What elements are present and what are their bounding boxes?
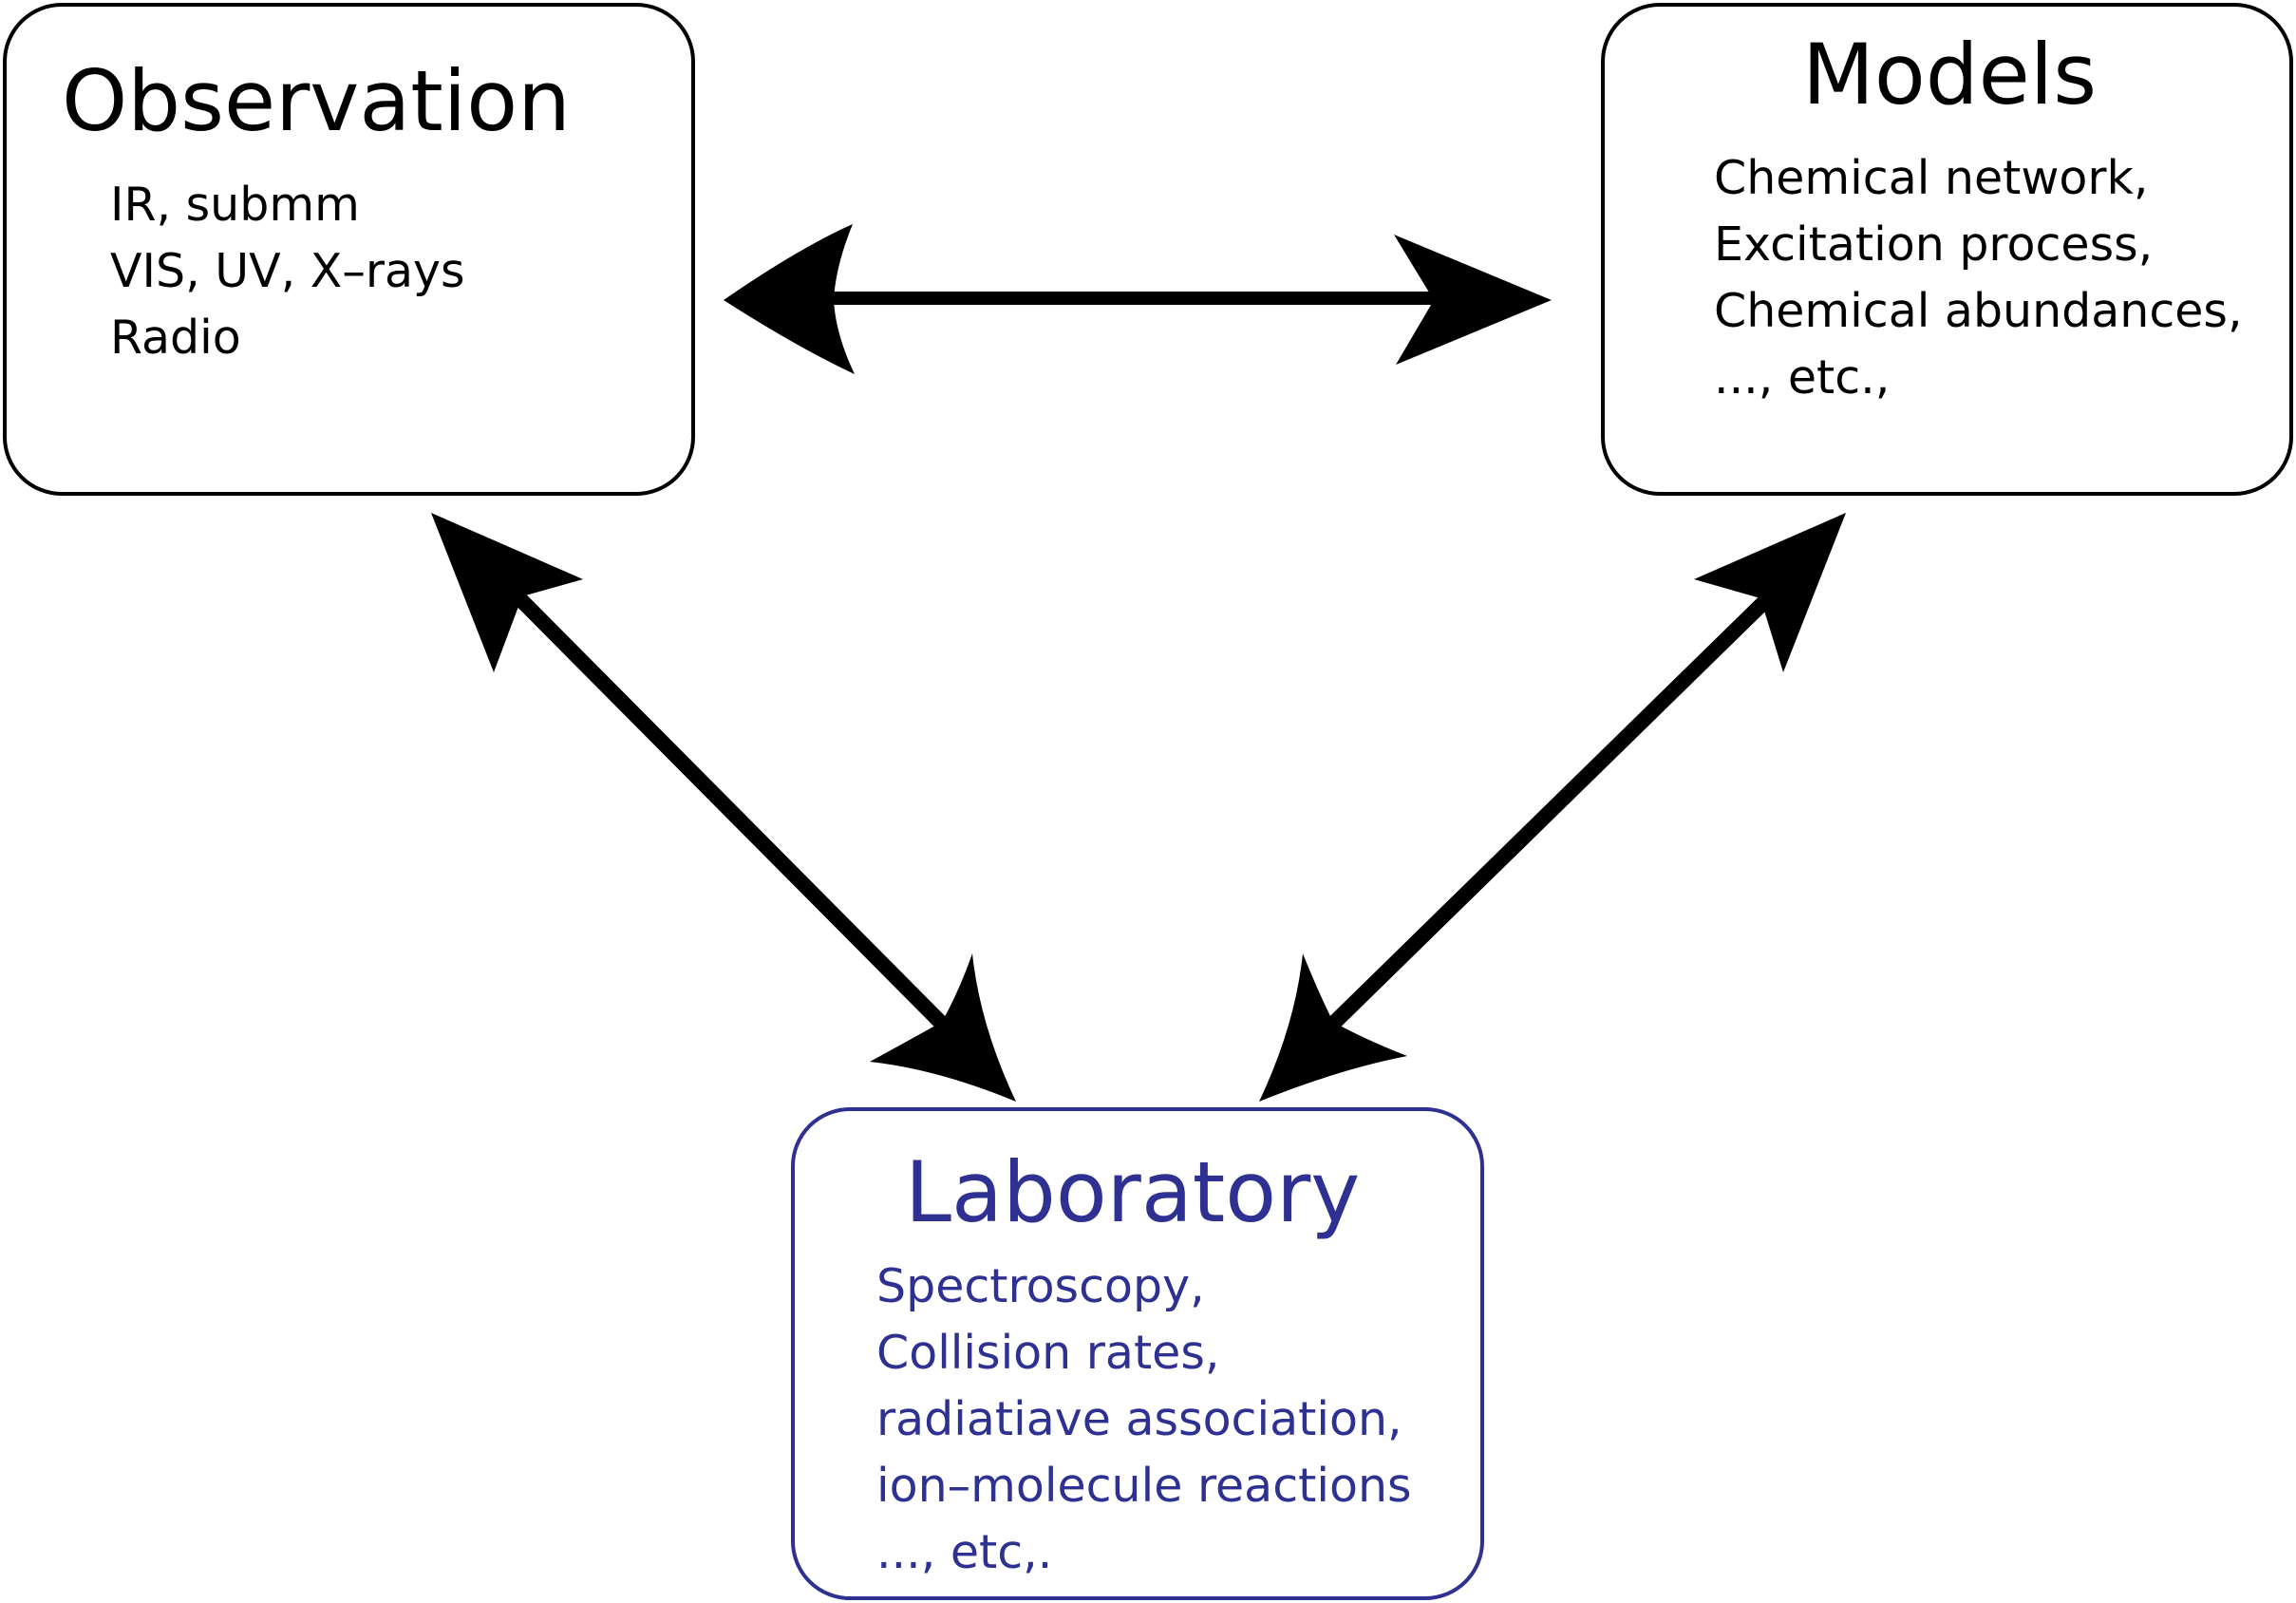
observation-item: Radio (110, 311, 241, 365)
arrowhead-bottom (1259, 953, 1407, 1102)
arrowhead-top (1694, 513, 1846, 672)
models-item: Chemical abundances, (1714, 284, 2243, 338)
arrowhead-bottom (870, 953, 1016, 1102)
arrow-models-laboratory (1259, 513, 1846, 1102)
arrow-observation-laboratory (431, 513, 1016, 1102)
arrow-observation-models (724, 224, 1552, 374)
laboratory-item: ion–molecule reactions (876, 1459, 1412, 1513)
models-list: Chemical network, Excitation process, Ch… (1714, 145, 2243, 411)
arrowhead-top (431, 513, 583, 672)
laboratory-box: Laboratory Spectroscopy, Collision rates… (791, 1107, 1484, 1600)
models-item: Chemical network, (1714, 151, 2149, 205)
models-title: Models (1802, 26, 2098, 123)
models-item: Excitation process, (1714, 217, 2154, 272)
laboratory-title: Laboratory (905, 1143, 1361, 1241)
arrowhead-left (724, 224, 855, 374)
observation-item: VIS, UV, X–rays (110, 244, 465, 298)
models-item: ..., etc., (1714, 350, 1891, 405)
arrowhead-right (1394, 235, 1552, 365)
laboratory-item: radiatiave association, (876, 1392, 1402, 1446)
observation-list: IR, submm VIS, UV, X–rays Radio (110, 172, 465, 371)
laboratory-item: ..., etc,. (876, 1525, 1053, 1579)
laboratory-item: Collision rates, (876, 1326, 1220, 1380)
laboratory-item: Spectroscopy, (876, 1259, 1205, 1313)
models-box: Models Chemical network, Excitation proc… (1601, 3, 2293, 496)
laboratory-list: Spectroscopy, Collision rates, radiatiav… (876, 1254, 1412, 1586)
observation-item: IR, submm (110, 178, 360, 232)
observation-title: Observation (62, 52, 571, 150)
observation-box: Observation IR, submm VIS, UV, X–rays Ra… (3, 3, 695, 496)
